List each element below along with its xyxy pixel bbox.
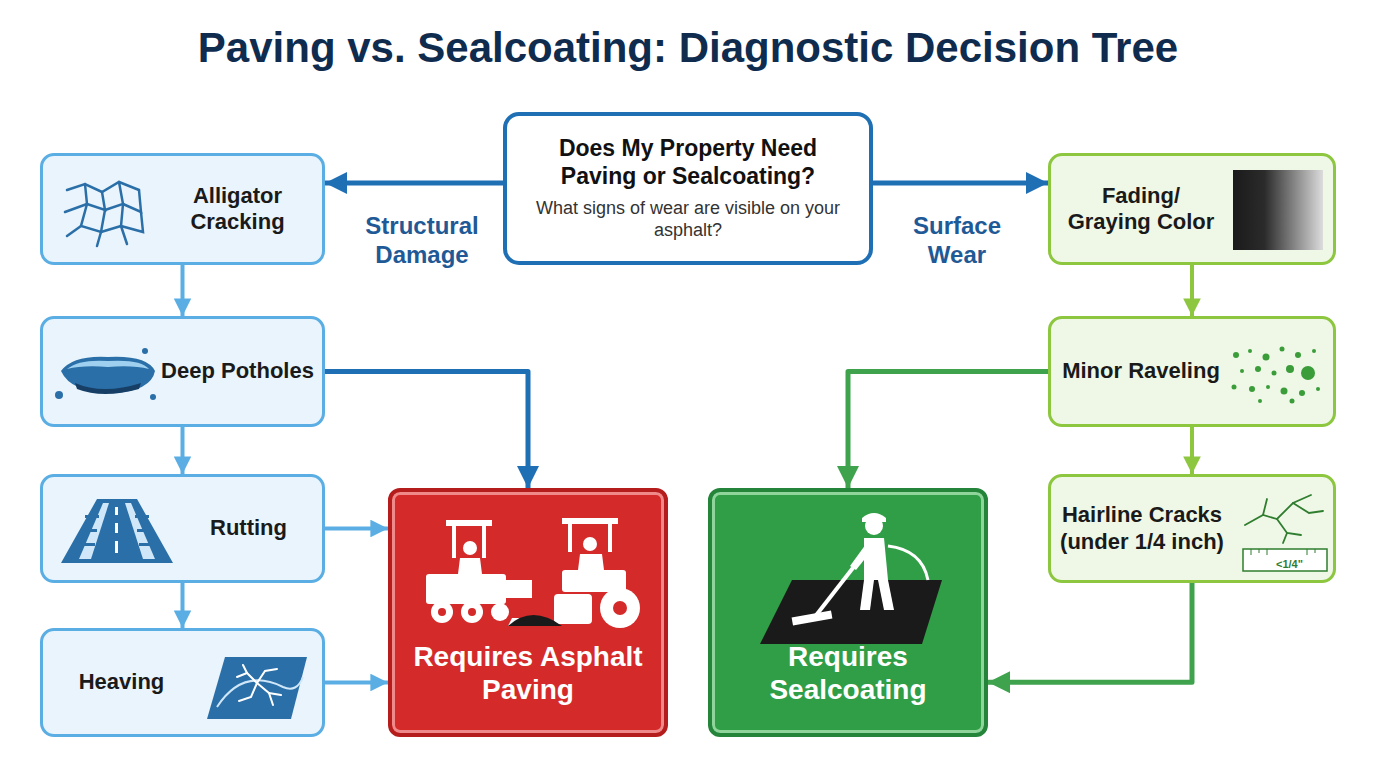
- flow-arrow: [325, 181, 503, 186]
- result-box: Requires Asphalt Paving: [388, 488, 668, 737]
- node-heading: Deep Potholes: [161, 358, 314, 384]
- flow-arrow: [181, 265, 185, 316]
- wear-box: Hairline Cracks (under 1/4 inch) <1/4": [1048, 474, 1336, 583]
- flow-arrow: [988, 583, 1192, 682]
- text-area: Heaving: [51, 631, 192, 734]
- node-heading: Requires Sealcoating: [712, 640, 984, 707]
- node-heading: Minor Raveling: [1062, 358, 1220, 384]
- text-area: Deep Potholes: [161, 319, 314, 424]
- pothole-icon: [53, 341, 163, 407]
- node-heading: Rutting: [210, 515, 287, 541]
- branch-label: Structural Damage: [348, 212, 496, 270]
- node-heading: Does My Property Need Paving or Sealcoat…: [523, 135, 853, 190]
- question-box: Does My Property Need Paving or Sealcoat…: [503, 112, 873, 265]
- diagram-title: Paving vs. Sealcoating: Diagnostic Decis…: [0, 24, 1376, 72]
- flow-arrow: [181, 427, 185, 474]
- damage-box: Deep Potholes: [40, 316, 325, 427]
- damage-box: Rutting: [40, 474, 325, 583]
- text-area: Rutting: [183, 477, 314, 580]
- wear-box: Minor Raveling: [1048, 316, 1336, 427]
- text-area: Requires Asphalt Paving: [392, 492, 664, 733]
- branch-label: Surface Wear: [888, 212, 1026, 270]
- text-area: Minor Raveling: [1059, 319, 1223, 424]
- flow-arrow: [848, 372, 1048, 489]
- flow-arrow: [1190, 265, 1194, 316]
- node-body: What signs of wear are visible on your a…: [523, 197, 853, 242]
- flow-arrow: [181, 583, 185, 628]
- node-heading: Requires Asphalt Paving: [392, 640, 664, 707]
- text-area: Hairline Cracks (under 1/4 inch): [1059, 477, 1225, 580]
- paver-roller-illustration: [412, 514, 648, 638]
- node-heading: Hairline Cracks (under 1/4 inch): [1059, 502, 1225, 555]
- flow-arrow: [325, 527, 388, 531]
- flow-arrow: [325, 372, 528, 489]
- rutting-icon: [57, 495, 177, 567]
- flow-arrow: [873, 181, 1048, 186]
- wear-box: Fading/ Graying Color: [1048, 153, 1336, 265]
- node-heading: Alligator Cracking: [161, 183, 314, 236]
- damage-box: Heaving: [40, 628, 325, 737]
- flow-arrow: [325, 681, 388, 685]
- text-area: Alligator Cracking: [161, 156, 314, 262]
- text-area: Requires Sealcoating: [712, 492, 984, 733]
- alligator-crack-icon: [57, 170, 157, 250]
- fading-swatch-icon: [1233, 170, 1323, 250]
- flow-arrow: [1190, 427, 1194, 474]
- node-heading: Fading/ Graying Color: [1059, 183, 1223, 236]
- result-box: Requires Sealcoating: [708, 488, 988, 737]
- sealcoat-worker-illustration: [752, 510, 952, 650]
- heaving-icon: [203, 647, 315, 727]
- text-area: Fading/ Graying Color: [1059, 156, 1223, 262]
- raveling-dots-icon: [1226, 343, 1326, 405]
- node-heading: Heaving: [79, 669, 165, 695]
- text-area: Does My Property Need Paving or Sealcoat…: [523, 130, 853, 247]
- damage-box: Alligator Cracking: [40, 153, 325, 265]
- ruler-label: <1/4": [1276, 559, 1303, 570]
